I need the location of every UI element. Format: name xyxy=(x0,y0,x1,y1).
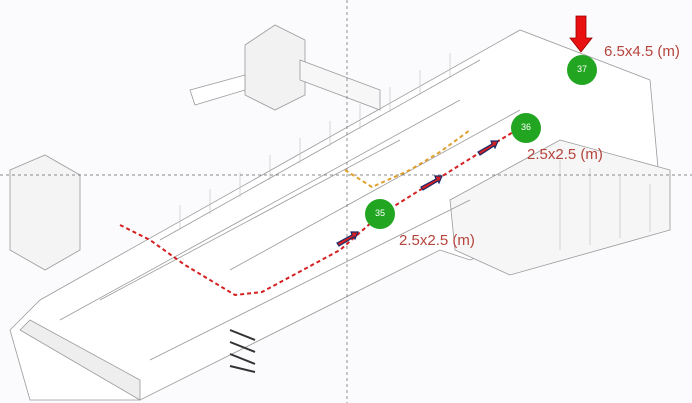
marker-36-size-label: 2.5x2.5 (m) xyxy=(527,146,603,163)
marker-37-number[interactable]: 37 xyxy=(576,64,587,74)
direction-arrow-icon xyxy=(420,175,443,191)
marker-36-number[interactable]: 36 xyxy=(520,122,531,132)
evacuation-route-path xyxy=(119,124,526,297)
building-outline xyxy=(9,24,671,401)
facade-lines xyxy=(179,53,651,250)
alternate-route-path xyxy=(344,129,471,189)
direction-arrow-icon xyxy=(477,140,499,156)
direction-arrows xyxy=(336,140,499,247)
staircase xyxy=(229,329,256,373)
marker-35-size-label: 2.5x2.5 (m) xyxy=(399,232,475,249)
direction-arrow-icon xyxy=(336,231,359,247)
marker-35-number[interactable]: 35 xyxy=(374,208,385,218)
entry-arrow-icon xyxy=(569,15,593,53)
marker-circles xyxy=(365,55,597,229)
marker-37-size-label: 6.5x4.5 (m) xyxy=(604,43,680,60)
